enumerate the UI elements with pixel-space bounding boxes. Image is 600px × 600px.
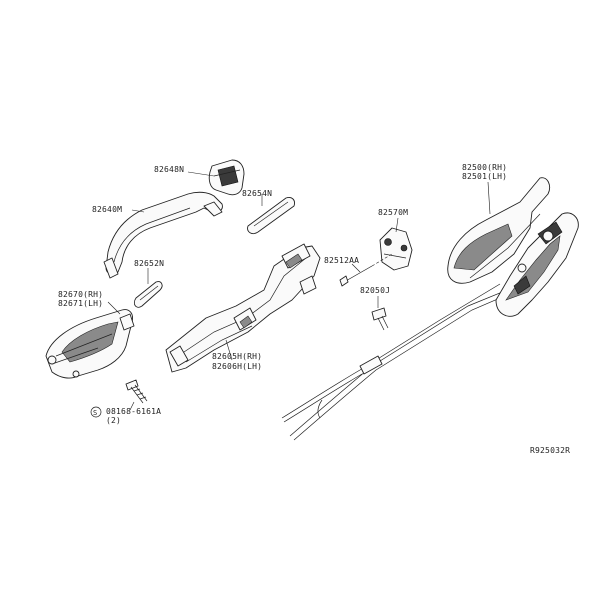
label-82671-lh: 82671(LH) — [58, 299, 103, 308]
label-82670-rh: 82670(RH) — [58, 290, 103, 299]
s-mark-circle: S — [90, 406, 102, 418]
s-mark: S — [93, 409, 97, 417]
label-08168-qty: (2) — [106, 416, 121, 425]
handle-frame-82605h — [165, 243, 321, 373]
label-82512aa: 82512AA — [324, 256, 359, 265]
diagram-reference-code: R925032R — [530, 446, 570, 455]
label-82500-rh: 82500(RH) — [462, 163, 507, 172]
label-08168: 08168-6161A — [106, 407, 161, 416]
handle-escutcheon-82648n — [208, 159, 245, 196]
label-82570m: 82570M — [378, 208, 408, 217]
label-82640m: 82640M — [92, 205, 122, 214]
screw-82512aa — [339, 253, 393, 287]
label-82501-lh: 82501(LH) — [462, 172, 507, 181]
rod-cable-assembly — [281, 283, 515, 441]
label-82652n: 82652N — [134, 259, 164, 268]
bracket-82570m — [379, 227, 413, 271]
bolt-82050j — [371, 307, 389, 331]
inside-handle-82670 — [45, 309, 135, 379]
label-82050j: 82050J — [360, 286, 390, 295]
leader-lines — [107, 171, 491, 411]
label-82654n: 82654N — [242, 189, 272, 198]
door-lock-actuator-82500 — [447, 177, 579, 317]
label-82648n: 82648N — [154, 165, 184, 174]
pad-82654n — [247, 197, 295, 235]
pad-82652n — [133, 281, 163, 308]
bolt-08168 — [125, 379, 148, 404]
label-82606h-lh: 82606H(LH) — [212, 362, 262, 371]
label-82605h-rh: 82605H(RH) — [212, 352, 262, 361]
outside-handle-82640m — [103, 191, 223, 279]
